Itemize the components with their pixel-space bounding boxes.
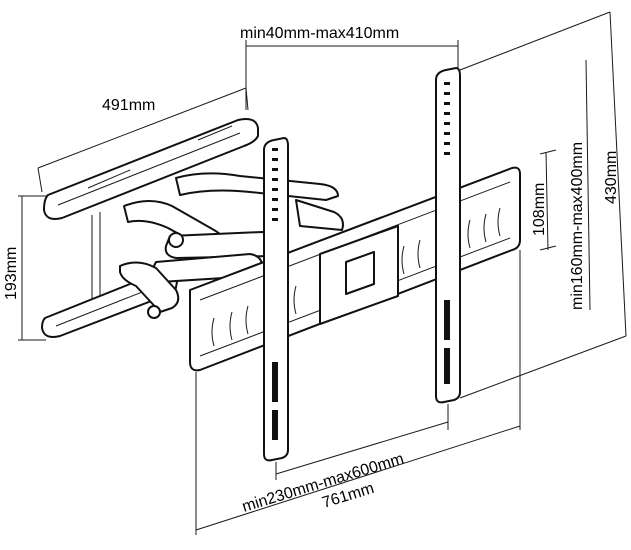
label-top-width: min40mm-max410mm	[240, 25, 399, 42]
label-wall-plate-height: 193mm	[3, 247, 20, 300]
label-arm-length: 491mm	[102, 97, 155, 114]
label-rail-height: 108mm	[531, 183, 548, 236]
label-vertical-spacing: min160mm-max400mm	[569, 142, 586, 310]
label-plate-height-total: 430mm	[603, 151, 620, 204]
vertical-brackets	[263, 67, 461, 462]
